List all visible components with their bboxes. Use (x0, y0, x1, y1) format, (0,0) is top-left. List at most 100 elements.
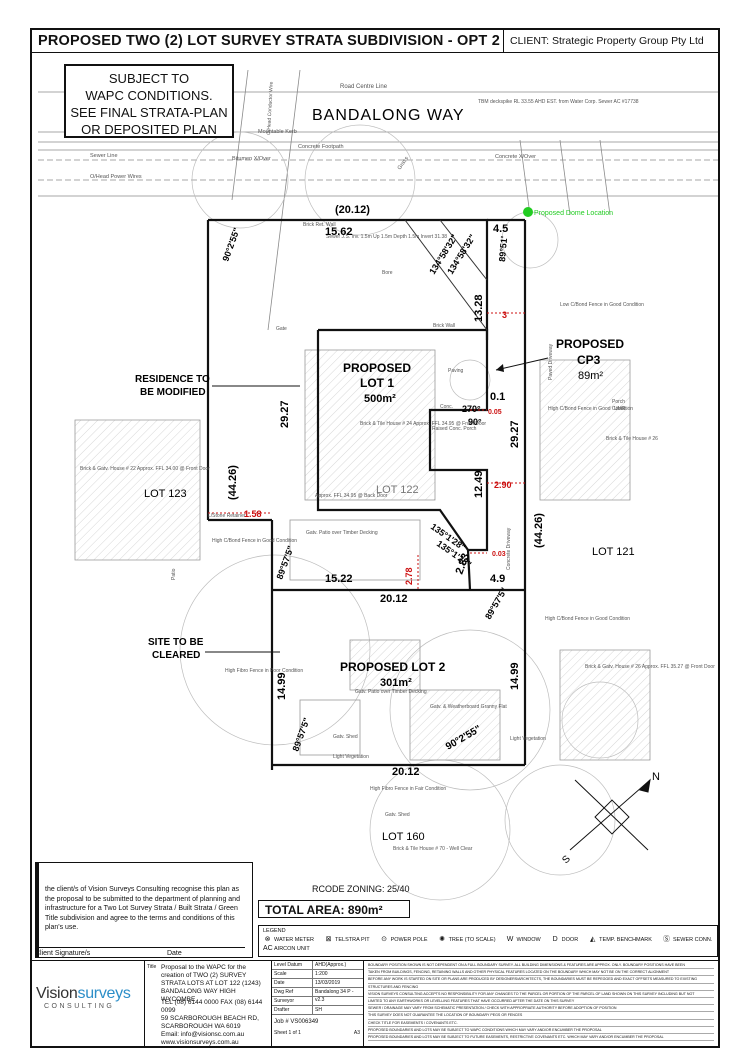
dim-290: 2.90 (494, 480, 512, 490)
patio2-label: Gatv. Patio over Timber Decking (355, 689, 427, 695)
lot-boundary-thin (404, 219, 488, 331)
patio1-label: Gatv. Patio over Timber Decking (306, 530, 378, 536)
bitumen-label: Bitumen X/Over (232, 156, 271, 162)
lot1-area: 500m² (364, 393, 396, 405)
low-fence-label: Low C/Bond Fence in Good Condition (560, 302, 644, 308)
dome-label: Proposed Dome Location (534, 210, 613, 217)
survey-note: STRUCTURES AND FENCING (368, 984, 714, 991)
meta-value (313, 997, 363, 1005)
bearing-8957c: 89°57'5" (290, 716, 311, 752)
granny-flat-label: Gatv. & Weatherboard Granny Flat (430, 704, 507, 710)
survey-note: CHECK TITLE FOR EASEMENTS / COVENANTS ET… (368, 1020, 714, 1027)
logo-sub: CONSULTING (44, 1003, 115, 1010)
acknowledgement-text: the client/s of Vision Surveys Consultin… (45, 886, 240, 931)
subject-line-3: SEE FINAL STRATA-PLAN (70, 105, 228, 120)
lot1-title: PROPOSED (343, 361, 411, 375)
dim-1562: 15.62 (325, 226, 353, 238)
fence-good3-label: High C/Bond Fence in Good Condition (212, 538, 297, 544)
bearing-8957a: 89°57'5" (274, 544, 295, 580)
meta-key: Level Datum (272, 961, 313, 969)
legend-item: ◭TEMP. BENCHMARK (588, 936, 652, 943)
house24-label: Brick & Tile House # 24 Approx. FFL 34.9… (360, 421, 486, 427)
legend-item: ⊠TELSTRA PIT (324, 936, 370, 943)
meta-key: Drafter (272, 1006, 313, 1014)
legend-label: AIRCON UNIT (274, 945, 310, 952)
dim-1249: 12.49 (473, 470, 485, 498)
dim-1522: 15.22 (325, 573, 353, 585)
logo-word-surveys: surveys (77, 985, 131, 1002)
light-veg-label: Light Vegetation (333, 754, 369, 760)
lot123-label: LOT 123 (144, 488, 187, 500)
house22-label: Brick & Gatv. House # 22 Approx. FFL 34.… (80, 466, 210, 472)
total-area: TOTAL AREA: 890m² (258, 900, 410, 918)
sheet-size: A3 (353, 1030, 360, 1036)
client-acknowledgement: the client/s of Vision Surveys Consultin… (35, 862, 253, 958)
footpath-label: Concrete Footpath (298, 144, 344, 150)
legend-symbol-icon: AC (263, 945, 273, 952)
legend-label: WINDOW (516, 936, 541, 943)
vision-surveys-logo: Visionsurveys CONSULTING (36, 985, 142, 1041)
meta-key: Date (272, 979, 313, 987)
meta-key: Scale (272, 970, 313, 978)
dim-49: 4.9 (490, 573, 505, 585)
north-arrow-icon (569, 778, 651, 851)
meta-value: SH (315, 1007, 322, 1013)
legend: LEGEND ⊗WATER METER⊠TELSTRA PIT⊙POWER PO… (258, 925, 718, 957)
survey-note: LIMITED TO ANY EARTHWORKS OR LEVELLING F… (368, 998, 714, 1006)
dim-278: 2.78 (404, 567, 414, 585)
raised-porch-label: Raised Conc. Porch (432, 426, 477, 432)
lot1-name: LOT 1 (360, 376, 394, 390)
dim-003: 0.03 (492, 551, 506, 558)
lot160-label: LOT 160 (382, 831, 425, 843)
contact-email[interactable]: Email: info@visionsc.com.au (161, 1031, 245, 1038)
dim-2927-left: 29.27 (279, 400, 291, 428)
job-number: Job # VS006349 (274, 1019, 319, 1025)
residence-note-line2: BE MODIFIED (140, 387, 206, 398)
house70-label: Brick & Tile House # 70 - Well Clear (393, 846, 473, 852)
fence-good-label: High C/Bond Fence in Good Condition (548, 406, 633, 412)
legend-item: ⊗WATER METER (263, 936, 314, 943)
street-name: BANDALONG WAY (312, 107, 465, 124)
conc-label: Conc. (440, 404, 453, 410)
title-block: Visionsurveys CONSULTING Title Proposal … (32, 960, 718, 1047)
meta-key: Surveyor (272, 997, 313, 1005)
legend-symbol-icon: ⊠ (325, 936, 332, 943)
dim-2927-right: 29.27 (509, 420, 521, 448)
paving-label: Paving (448, 368, 464, 374)
dim-1499-left: 14.99 (276, 672, 288, 700)
house26-label: Brick & Gatv. House # 26 Approx. FFL 35.… (585, 664, 715, 670)
road-centre-line-label: Road Centre Line (340, 84, 388, 90)
building-outlines (74, 349, 651, 761)
bearing-8951: 89°51' (497, 236, 509, 263)
contact-address-2: SCARBOROUGH WA 6019 (161, 1023, 241, 1030)
sewer-line-label: Sewer Line (90, 153, 118, 159)
residence-note-line1: RESIDENCE TO (135, 374, 210, 385)
conductor-wire-label: O/Head Conductor Wire (266, 81, 275, 135)
legend-label: SEWER CONN. (672, 936, 713, 943)
cp3-area: 89m² (578, 370, 603, 382)
contact-website[interactable]: www.visionsurveys.com.au (161, 1039, 239, 1046)
survey-note: TAKEN FROM BUILDINGS, FENCING, RETAINING… (368, 969, 714, 977)
subject-line-1: SUBJECT TO (108, 71, 190, 86)
umr-label: UMR (614, 406, 626, 412)
survey-note: BEFORE ANY WORK IS STARTED ON SITE OR PL… (368, 976, 714, 984)
legend-symbol-icon: W (506, 936, 514, 943)
south-label: S (560, 853, 573, 866)
title-block-title: Title Proposal to the WAPC for the creat… (144, 961, 272, 1047)
cp3-leader (495, 357, 549, 371)
survey-note: THIS SURVEY DOES NOT GUARANTEE THE LOCAT… (368, 1012, 714, 1020)
signature-line[interactable]: Client Signature/s Date (35, 947, 245, 957)
brick-wall-label: Brick Wall (433, 323, 455, 329)
fence-good2-label: High C/Bond Fence in Good Condition (545, 616, 630, 622)
project-title: Proposal to the WAPC for the creation of… (161, 964, 261, 1003)
title-bar: PROPOSED TWO (2) LOT SURVEY STRATA SUBDI… (32, 30, 718, 53)
dim-01: 0.1 (490, 391, 505, 403)
cp3-title: PROPOSED (556, 337, 624, 351)
meta-value: AHD(Approx.) (315, 962, 347, 968)
legend-symbol-icon: ◭ (589, 936, 596, 943)
site-note-line2: CLEARED (152, 650, 200, 661)
lstone-label: L/Stone Retainer (208, 513, 246, 519)
sheet-number: Sheet 1 of 1 (274, 1030, 301, 1036)
